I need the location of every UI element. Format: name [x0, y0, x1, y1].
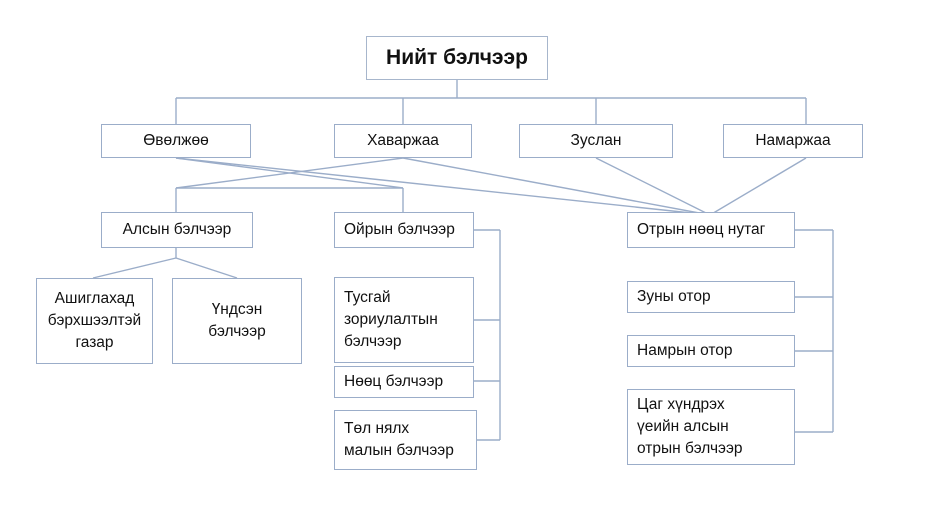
node-nooc-belcheer: Нөөц бэлчээр [334, 366, 474, 398]
node-tol-nyalh-malyn-belcheer: Төл нялх малын бэлчээр [334, 410, 477, 470]
node-ovoljoo: Өвөлжөө [101, 124, 251, 158]
node-otryn-nooc-nutag: Отрын нөөц нутаг [627, 212, 795, 248]
node-namarjaa-label: Намаржаа [755, 132, 831, 149]
node-root: Нийт бэлчээр [366, 36, 548, 80]
node-zuny-otor-label: Зуны отор [637, 288, 711, 305]
node-cag-hundreh-ueiin-alsyn-otryn-belcheer: Цаг хүндрэх үеийн алсын отрын бэлчээр [627, 389, 795, 465]
node-havarjaa-label: Хаваржаа [367, 132, 439, 149]
node-namryn-otor-label: Намрын отор [637, 342, 733, 359]
node-nooc-belcheer-label: Нөөц бэлчээр [344, 373, 444, 390]
node-cag-hundreh-label: Цаг хүндрэх үеийн алсын отрын бэлчээр [637, 396, 743, 457]
node-ashiglahad-label: Ашиглахад бэрхшээлтэй газар [47, 290, 142, 351]
node-oiryn-belcheer-label: Ойрын бэлчээр [344, 221, 455, 238]
node-namryn-otor: Намрын отор [627, 335, 795, 367]
node-tusgai-label: Тусгай зориулалтын бэлчээр [344, 289, 438, 350]
node-oiryn-belcheer: Ойрын бэлчээр [334, 212, 474, 248]
node-root-label: Нийт бэлчээр [386, 46, 528, 70]
node-zuny-otor: Зуны отор [627, 281, 795, 313]
node-undsen-belcheer-label: Үндсэн бэлчээр [208, 301, 266, 340]
node-zuslan-label: Зуслан [570, 132, 622, 149]
node-undsen-belcheer: Үндсэн бэлчээр [172, 278, 302, 364]
node-ashiglahad-berhsheelteil-gazar: Ашиглахад бэрхшээлтэй газар [36, 278, 153, 364]
node-namarjaa: Намаржаа [723, 124, 863, 158]
node-tol-label: Төл нялх малын бэлчээр [344, 420, 454, 459]
node-tusgai-zoriulaltyn-belcheer: Тусгай зориулалтын бэлчээр [334, 277, 474, 363]
node-alsyn-belcheer: Алсын бэлчээр [101, 212, 253, 248]
node-ovoljoo-label: Өвөлжөө [143, 132, 209, 149]
node-alsyn-belcheer-label: Алсын бэлчээр [122, 221, 232, 238]
node-otryn-nooc-nutag-label: Отрын нөөц нутаг [637, 221, 766, 238]
node-zuslan: Зуслан [519, 124, 673, 158]
node-havarjaa: Хаваржаа [334, 124, 472, 158]
